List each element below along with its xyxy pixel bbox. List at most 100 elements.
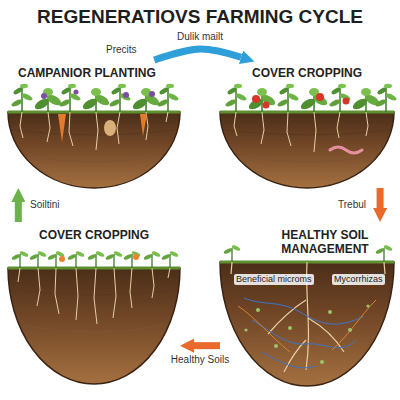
flower (41, 93, 47, 99)
soil-microbes (348, 328, 352, 332)
panel-heading: COVER CROPPING (220, 60, 394, 80)
tomato (252, 93, 350, 109)
root-vegetable (104, 120, 116, 136)
cycle-arrow (194, 342, 220, 349)
root-vegetable (58, 114, 66, 142)
soil-bowl (224, 130, 390, 135)
soil-bowl (8, 111, 180, 114)
plant-roots (55, 268, 59, 314)
seedlings (123, 250, 141, 268)
seedlings (11, 250, 29, 268)
panel-heading: COVER CROPPING (8, 222, 180, 242)
plant-roots (37, 268, 40, 306)
soil-bowl (8, 112, 180, 188)
soil-bowl (240, 156, 374, 162)
cover-crop-plants (276, 84, 299, 112)
plant-roots (20, 112, 168, 150)
diagram-title: REGENERATIOVS FARMING CYCLE (0, 6, 400, 29)
flower (149, 91, 155, 97)
soil-panel: COVER CROPPING (8, 222, 180, 388)
callout-label: Beneficial microms (234, 274, 314, 285)
arrow-label: Dulik mailt (175, 31, 225, 43)
tomato (316, 93, 324, 101)
root-vegetable (140, 114, 147, 136)
soil-panel: COVER CROPPING (220, 60, 394, 188)
seedlings (375, 244, 393, 262)
plant-roots (69, 112, 73, 146)
soil-microbes (288, 326, 292, 330)
tomato (252, 95, 260, 103)
plant-roots (268, 300, 306, 334)
soil-bowl (26, 326, 162, 332)
mycorrhiza-network (238, 298, 376, 368)
companion-plants (10, 84, 179, 112)
soil-bowl (220, 112, 394, 188)
plant-roots (94, 268, 97, 324)
companion-plants (33, 88, 63, 112)
arrow-label: Soiltini (28, 199, 61, 211)
plant-roots (384, 262, 385, 274)
seedlings (29, 250, 47, 268)
cycle-arrow (15, 202, 22, 222)
plant-roots (96, 112, 98, 150)
panel-heading: HEALTHY SOIL MANAGEMENT (220, 222, 394, 257)
soil-microbes (244, 328, 247, 331)
soil-microbes (366, 304, 369, 307)
soil-bowl (220, 262, 394, 386)
soil-bowl (8, 267, 180, 270)
plant-roots (113, 268, 116, 318)
cover-crop-plants (247, 88, 277, 112)
cover-crop-plants (374, 84, 397, 112)
fruit (133, 254, 139, 260)
plant-roots (76, 268, 78, 320)
plant-roots (18, 268, 20, 282)
plant-roots (117, 112, 120, 144)
seedlings (223, 244, 241, 262)
mycorrhiza-network (244, 298, 364, 324)
seedlings (47, 250, 65, 268)
cover-crop-plants (299, 88, 329, 112)
cycle-arrow (154, 49, 241, 60)
soil-microbes (244, 304, 369, 364)
plant-roots (337, 112, 340, 138)
companion-plants (108, 84, 131, 112)
fruit (59, 256, 65, 262)
seedlings (11, 250, 179, 268)
tomato (263, 102, 270, 109)
plant-roots (166, 112, 168, 122)
plant-roots (366, 112, 368, 136)
flower (41, 90, 155, 100)
mycorrhiza-network (252, 320, 356, 348)
soil-bowl (28, 156, 160, 162)
seedlings (143, 250, 161, 268)
companion-plants (156, 84, 179, 112)
seedlings (87, 250, 105, 268)
plant-roots (231, 262, 385, 372)
plant-roots (20, 112, 23, 138)
companion-plants (10, 84, 33, 112)
mycorrhiza-network (332, 300, 376, 350)
cycle-arrow (377, 188, 384, 208)
soil-bowl (220, 112, 394, 188)
seedlings (105, 250, 123, 268)
note-label: Precits (104, 44, 139, 56)
soil-microbes (256, 308, 260, 312)
panel-heading: CAMPANIOR PLANTING (8, 60, 180, 80)
arrow-label: Healthy Soils (169, 354, 231, 366)
soil-panel: HEALTHY SOIL MANAGEMENT Beneficial microm… (220, 222, 394, 388)
soil-bowl (8, 268, 180, 384)
flower (123, 92, 129, 98)
mycorrhiza-network (238, 306, 290, 352)
companion-plants (131, 88, 161, 112)
callout-label: Mycorrhizas (332, 274, 385, 285)
soil-bowl (8, 112, 180, 188)
soil-microbes (320, 360, 324, 364)
plant-roots (168, 268, 170, 278)
fruit (59, 254, 139, 262)
soil-microbes (274, 344, 278, 348)
cover-crop-plants (328, 84, 351, 112)
flower (74, 90, 79, 95)
arrow-label: Trebul (336, 199, 368, 211)
plant-roots (234, 112, 368, 152)
